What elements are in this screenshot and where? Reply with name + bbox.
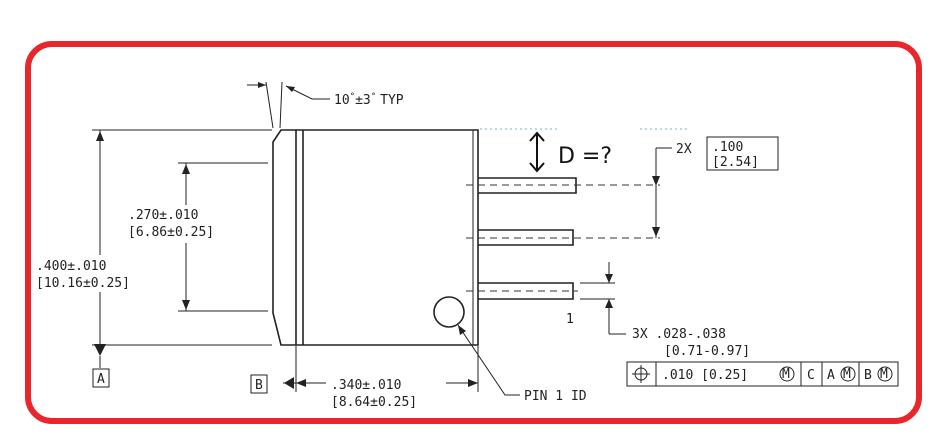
inner-height-mm: [6.86±0.25]	[128, 225, 214, 240]
pitch-dimension: 2X .100 [2.54]	[652, 136, 779, 238]
pin-number-label: 1	[566, 312, 574, 327]
overall-height-dimension: .400±.010 [10.16±0.25]	[36, 129, 272, 368]
length-inch: .340±.010	[331, 378, 401, 393]
red-frame	[25, 41, 922, 424]
pin1-label: PIN 1 ID	[524, 389, 587, 404]
pitch-mm: [2.54]	[712, 155, 759, 170]
fcf-tolerance: .010 [0.25]	[662, 368, 748, 383]
feature-control-frame: .010 [0.25] M C A M B M	[626, 361, 899, 387]
inner-height-inch: .270±.010	[128, 208, 198, 223]
pin-diameter-inch: 3X .028-.038	[632, 327, 726, 342]
pitch-box	[706, 136, 779, 171]
inner-height-dimension: .270±.010 [6.86±0.25]	[128, 162, 268, 312]
datum-b-label: B	[255, 378, 263, 393]
mmc-modifier-icon	[877, 366, 893, 382]
unknown-d-label: D =?	[558, 144, 612, 169]
pitch-inch: .100	[712, 140, 743, 155]
svg-text:10°±3°TYP: 10°±3°TYP	[334, 92, 404, 108]
overall-height-mm: [10.16±0.25]	[36, 276, 130, 291]
length-dimension: .340±.010 [8.64±0.25]	[283, 346, 479, 410]
angle-main-text: 10	[334, 93, 350, 108]
angle-typ-text: TYP	[380, 93, 404, 108]
angle-tol-text: ±3	[355, 93, 371, 108]
fcf-datum-primary: C	[807, 368, 815, 383]
fcf-mod-1: M	[782, 367, 790, 382]
overall-height-inch: .400±.010	[36, 259, 106, 274]
component-body	[272, 129, 479, 346]
pin-diameter-dimension: 1 3X .028-.038 [0.71-0.97]	[566, 262, 750, 359]
mmc-modifier-icon	[840, 366, 856, 382]
fcf-datum-secondary: A	[827, 368, 835, 383]
angle-dimension: 10°±3°TYP	[247, 81, 404, 129]
mmc-modifier-icon	[779, 366, 795, 382]
d-unknown-dimension	[529, 131, 545, 173]
pin-diameter-mm: [0.71-0.97]	[664, 344, 750, 359]
fcf-mod-2: M	[843, 367, 851, 382]
datum-b-box	[250, 374, 268, 394]
datum-a-box	[92, 368, 110, 388]
length-mm: [8.64±0.25]	[331, 395, 417, 410]
pin1-circle	[433, 296, 465, 328]
pin1-leader: PIN 1 ID	[457, 324, 587, 404]
fcf-mod-3: M	[880, 367, 888, 382]
datum-a-label: A	[97, 372, 105, 387]
pitch-count: 2X	[676, 142, 692, 157]
fcf-datum-tertiary: B	[864, 368, 872, 383]
